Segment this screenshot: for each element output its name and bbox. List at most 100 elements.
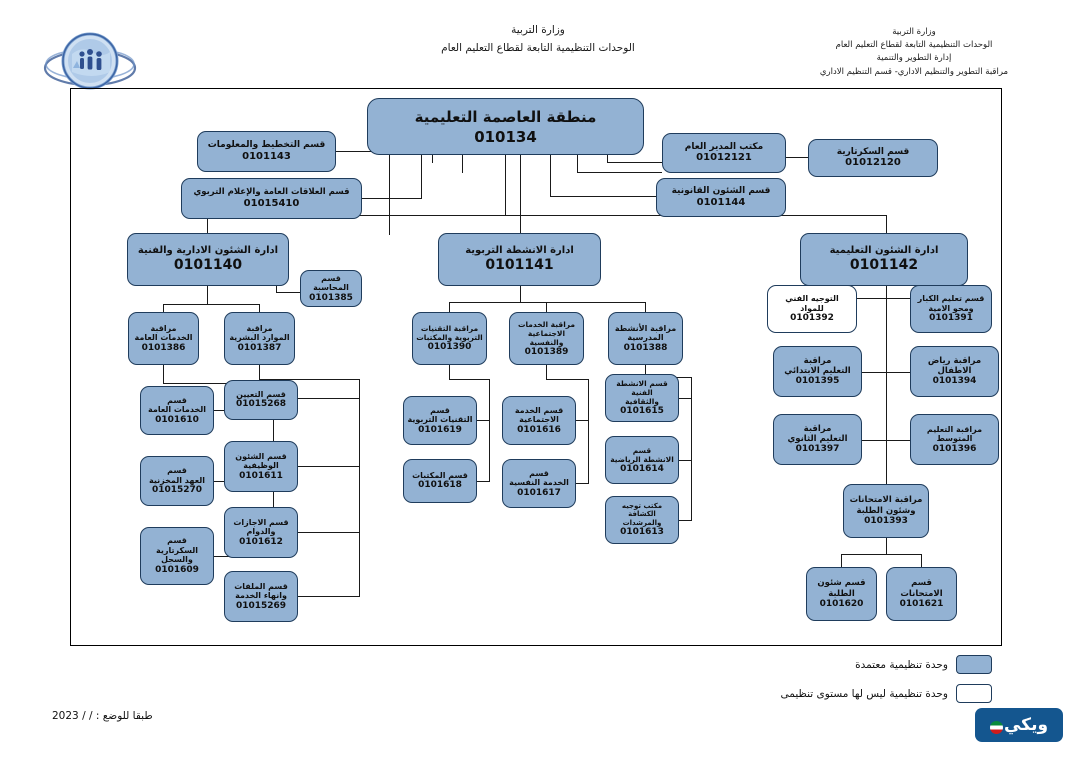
node-title-line-1: قسم [167,536,187,546]
node-title: قسم العلاقات العامة والإعلام التربوي [193,187,350,198]
node-edu-tech-sec[interactable]: قسم التقنيات التربوية 0101619 [403,396,477,445]
connector [576,420,589,422]
node-code: 0101392 [790,313,834,324]
legend-label-approved: وحدة تنظيمية معتمدة [855,658,948,671]
node-code: 0101143 [242,150,291,162]
connector [163,304,259,306]
node-social-services-ctrl[interactable]: مراقبة الخدمات الاجتماعية والنفسية 01013… [509,312,584,365]
node-code: 0101612 [239,536,283,547]
header-center-line-1: وزارة التربية [511,24,565,36]
node-title-line-1: مكتب توجيه [621,502,663,511]
node-exams-sec[interactable]: قسم الامتحانات 0101621 [886,567,957,621]
node-secretariat[interactable]: قسم السكرتارية 01012120 [808,139,938,177]
node-title-line-2: الانشطة الرياضية [610,454,674,464]
node-code: 0101397 [795,444,840,455]
connector [520,215,522,233]
legend-row-unapproved: وحدة تنظيمية ليس لها مستوى تنظيمى [780,684,992,703]
node-code: 01012120 [845,157,901,169]
node-sports-sec[interactable]: قسم الانشطة الرياضية 0101614 [605,436,679,484]
kuwait-flag-icon [989,720,1003,734]
node-activities-dept[interactable]: ادارة الانشطة التربوية 0101141 [438,233,601,286]
node-edu-tech-ctrl[interactable]: مراقبة التقنيات التربوية والمكتبات 01013… [412,312,487,365]
node-code: 0101389 [524,346,569,357]
connector [886,372,910,374]
node-title-line-2: المدرسية [627,333,664,343]
node-appointment-sec[interactable]: قسم التعيين 01015268 [224,380,298,420]
node-title-line-1: التوجيه الفني [785,294,839,303]
node-social-service-sec[interactable]: قسم الخدمة الاجتماعية 0101616 [502,396,576,445]
connector [546,379,588,381]
connector [298,398,360,400]
legend-swatch-unapproved [956,684,992,703]
node-title-line-2: السكرتارية والسجل [156,545,198,565]
connector [421,155,423,199]
node-code: 0101386 [141,342,186,353]
node-title-line-2: التقنيات التربوية [407,415,473,425]
connector [645,302,647,312]
node-title-line-2: الكشافة والمرشدات [622,510,662,527]
node-secretariat-records-sec[interactable]: قسم السكرتارية والسجل 0101609 [140,527,214,585]
connector [886,298,888,488]
node-intermediate-edu-ctrl[interactable]: مراقبة التعليم المتوسط 0101396 [910,414,999,465]
node-dg-office[interactable]: مكتب المدير العام 01012121 [662,133,786,173]
node-exams-ctrl[interactable]: مراقبة الامتحانات وشئون الطلبة 0101393 [843,484,929,538]
node-adult-edu-sec[interactable]: قسم تعليم الكبار ومحو الامية 0101391 [910,285,992,333]
node-edu-affairs-dept[interactable]: ادارة الشئون التعليمية 0101142 [800,233,968,286]
node-code: 0101394 [932,376,977,387]
node-general-services-ctrl[interactable]: مراقبة الخدمات العامة 0101386 [128,312,199,365]
node-title-line-1: مراقبة الامتحانات [849,495,923,506]
node-scouts-sec[interactable]: مكتب توجيه الكشافة والمرشدات 0101613 [605,496,679,544]
header-center-line-2: الوحدات التنظيمية التابعة لقطاع التعليم … [441,41,635,54]
node-primary-edu-ctrl[interactable]: مراقبة التعليم الابتدائي 0101395 [773,346,862,397]
node-job-affairs-sec[interactable]: قسم الشئون الوظيفية 0101611 [224,441,298,492]
node-psych-service-sec[interactable]: قسم الخدمة النفسية 0101617 [502,459,576,508]
node-code: 0101617 [517,487,561,498]
node-title-line-1: قسم المكتبات [412,470,468,480]
node-secondary-edu-ctrl[interactable]: مراقبة التعليم الثانوي 0101397 [773,414,862,465]
node-planning[interactable]: قسم التخطيط والمعلومات 0101143 [197,131,336,172]
node-title-line-2: العهد المخزنية [149,475,205,485]
node-kindergarten-ctrl[interactable]: مراقبة رياض الاطفال 0101394 [910,346,999,397]
connector [477,481,490,483]
node-title-line-1: قسم [167,395,187,405]
wiki-watermark: ويكي [975,708,1063,742]
connector [550,155,552,197]
node-stores-sec[interactable]: قسم العهد المخزنية 01015270 [140,456,214,506]
node-general-services-sec[interactable]: قسم الخدمات العامة 0101610 [140,386,214,435]
connector [207,215,887,217]
node-leaves-sec[interactable]: قسم الاجازات والدوام 0101612 [224,507,298,558]
node-hr-ctrl[interactable]: مراقبة الموارد البشرية 0101387 [224,312,295,365]
node-art-culture-sec[interactable]: قسم الانشطة الفنية والثقافية 0101615 [605,374,679,422]
node-title-line-2: الخدمات العامة [148,405,206,415]
connector [163,365,165,383]
node-accounting[interactable]: قسم المحاسبة 0101385 [300,270,362,307]
node-title-line-2: الوظيفية [243,461,279,471]
node-school-activities-ctrl[interactable]: مراقبة الأنشطة المدرسية 0101388 [608,312,683,365]
connector [389,155,391,235]
node-title-line-1: قسم التعيين [236,389,286,399]
connector [462,155,464,173]
node-libraries-sec[interactable]: قسم المكتبات 0101618 [403,459,477,503]
node-title-line-1: مراقبة رياض الاطفال [927,355,982,377]
connector [477,420,490,422]
node-student-affairs-sec[interactable]: قسم شئون الطلبة 0101620 [806,567,877,621]
node-title-line-1: مراقبة التقنيات [420,324,479,334]
node-title-line-2: الخدمات العامة [134,333,193,343]
node-code: 0101614 [620,463,664,474]
connector [336,151,391,153]
node-title: ادارة الانشطة التربوية [465,245,574,257]
header-center-title: وزارة التربية الوحدات التنظيمية التابعة … [328,22,748,58]
node-code: 0101618 [418,480,462,491]
node-title-line-2: والثقافية [625,397,659,407]
node-admin-dept[interactable]: ادارة الشئون الادارية والفنية 0101140 [127,233,289,286]
legend-label-unapproved: وحدة تنظيمية ليس لها مستوى تنظيمى [780,687,949,700]
node-public-relations[interactable]: قسم العلاقات العامة والإعلام التربوي 010… [181,178,362,219]
node-title-line-1: مراقبة الخدمات [517,319,576,329]
node-title: منطقة العاصمة التعليمية [414,107,597,126]
node-legal-affairs[interactable]: قسم الشئون القانونية 0101144 [656,178,786,217]
connector [691,377,693,520]
node-files-sec[interactable]: قسم الملفات وانهاء الخدمة 01015269 [224,571,298,622]
connector [359,379,361,597]
node-root[interactable]: منطقة العاصمة التعليمية 010134 [367,98,644,155]
node-tech-guidance[interactable]: التوجيه الفني للمواد 0101392 [767,285,857,333]
